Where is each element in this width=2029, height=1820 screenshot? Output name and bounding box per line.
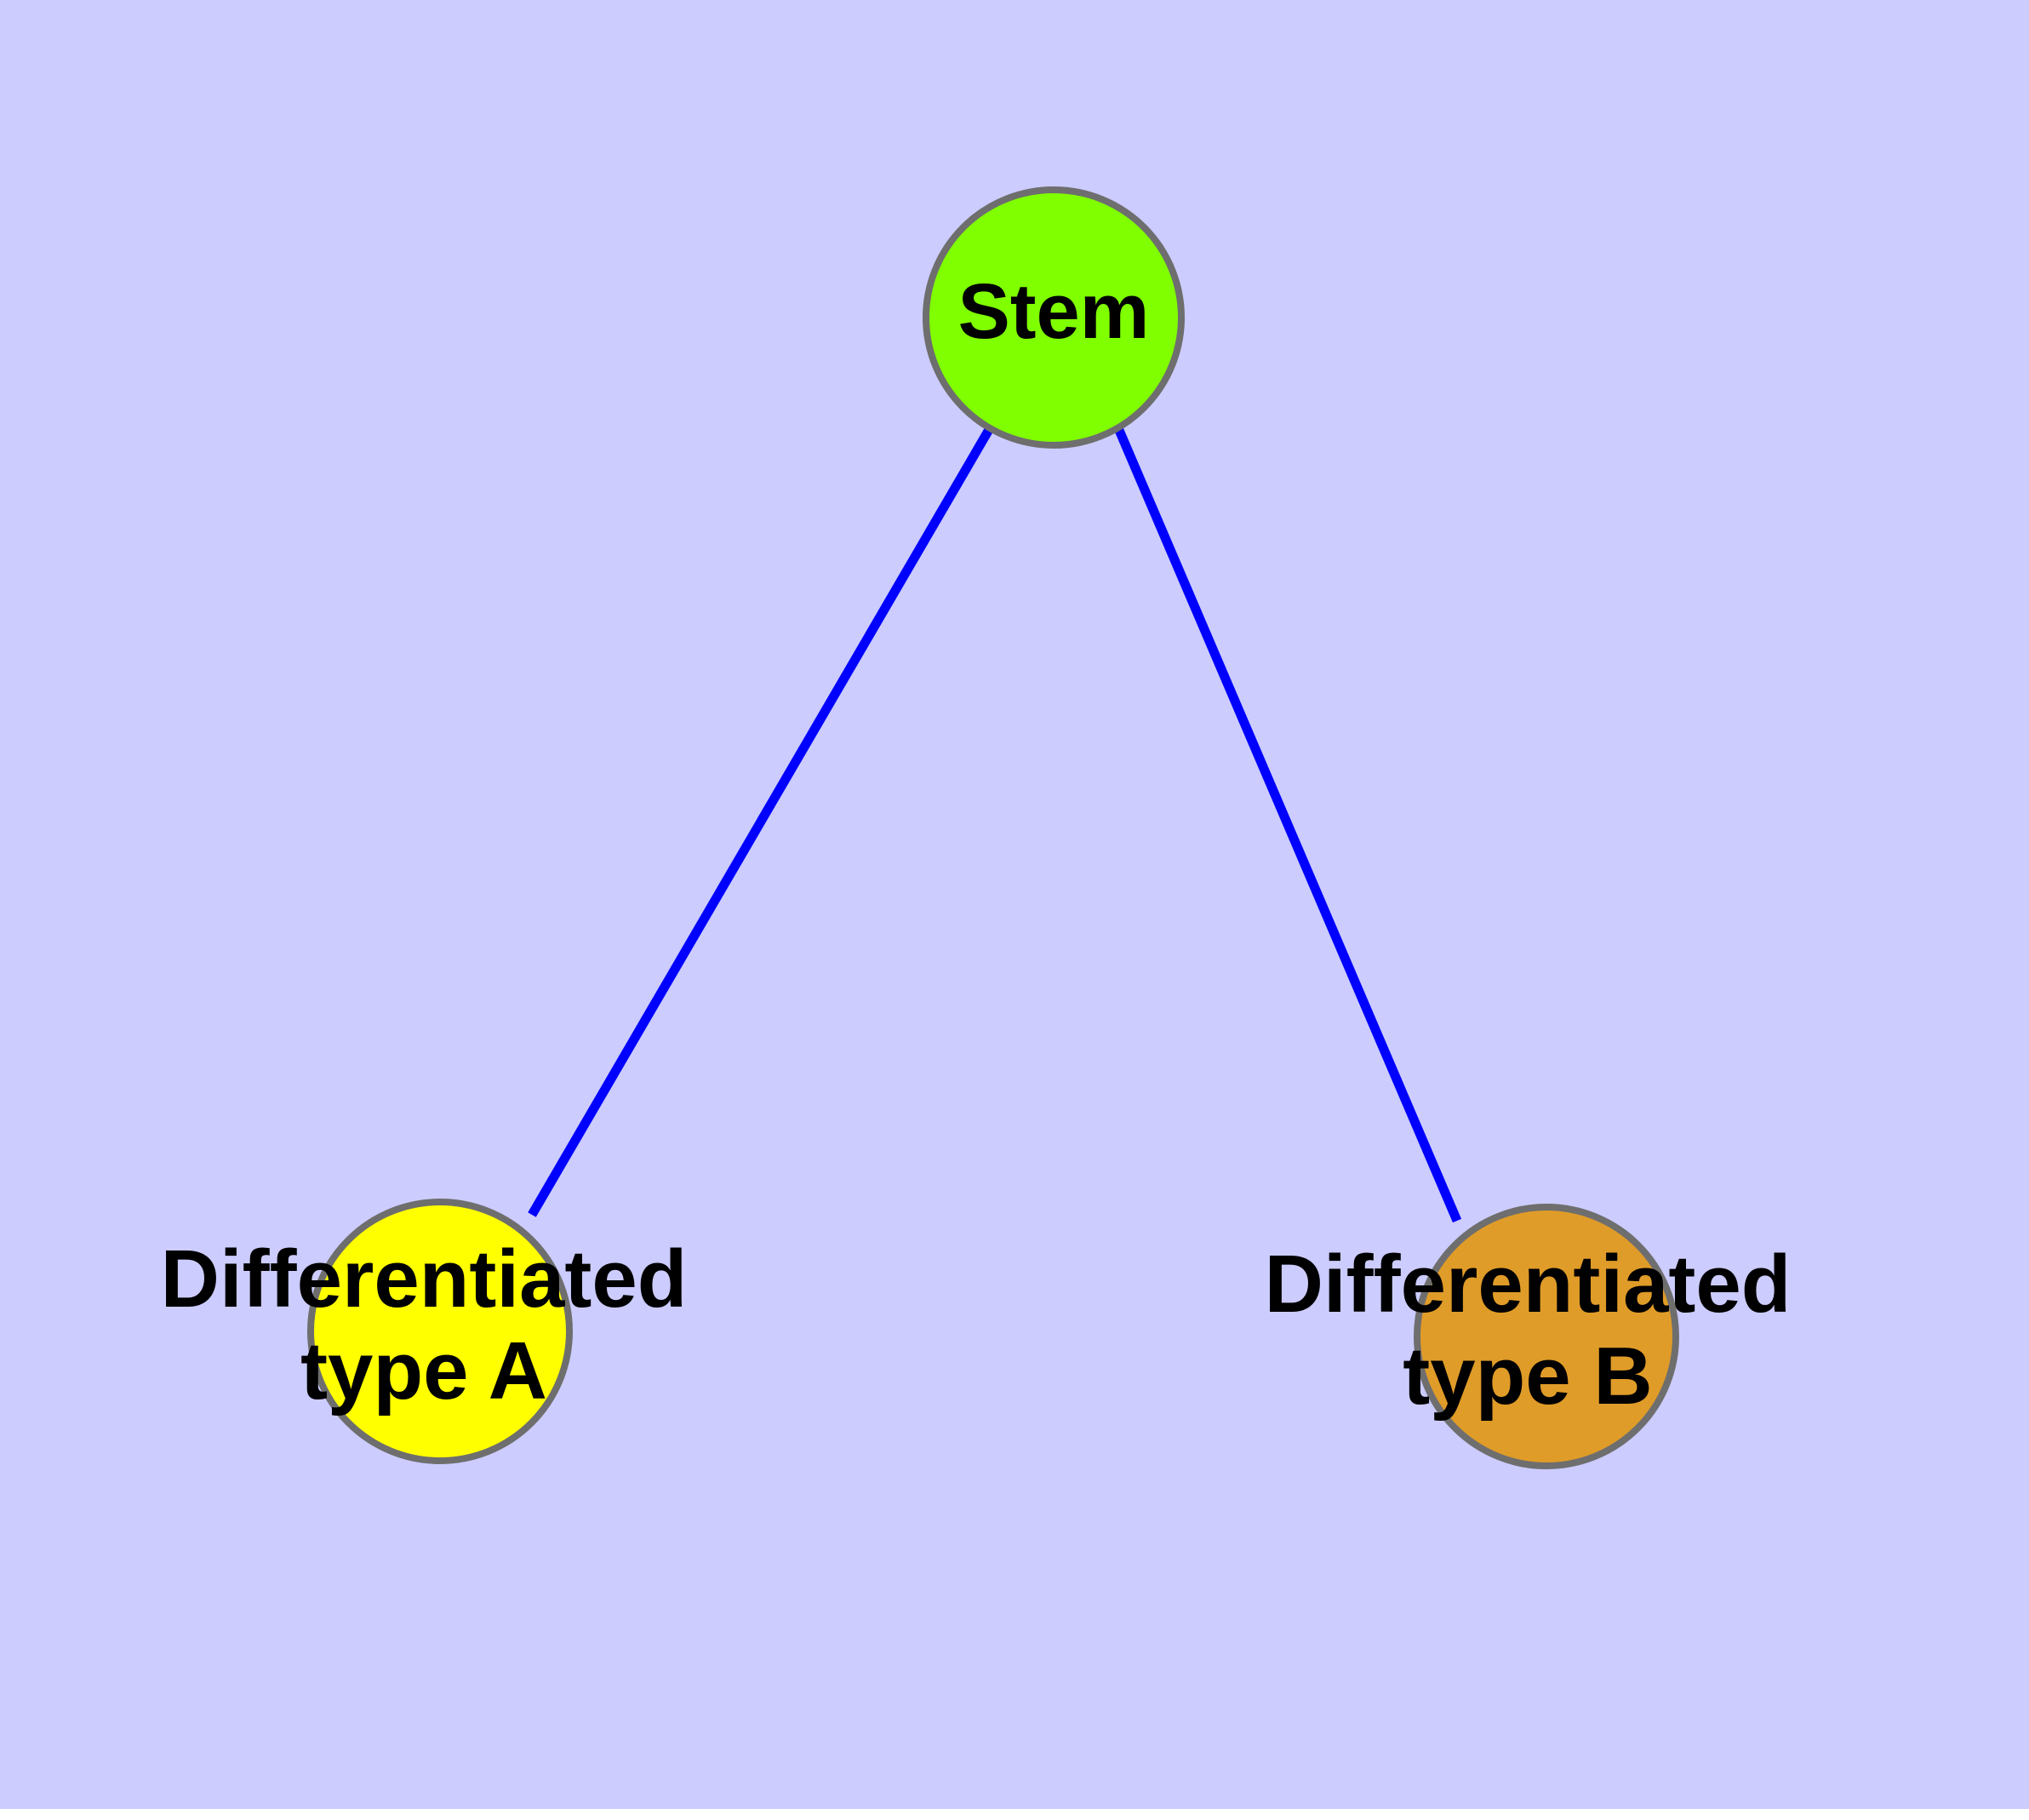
node-differentiated-type-a-circle[interactable] bbox=[307, 1199, 573, 1464]
edges-group bbox=[528, 426, 1462, 1223]
node-stem[interactable]: Stem bbox=[923, 186, 1185, 449]
edge-stem-to-differentiated-type-a[interactable] bbox=[528, 426, 994, 1217]
edge-stem-to-differentiated-type-b[interactable] bbox=[1113, 426, 1462, 1223]
node-stem-circle[interactable] bbox=[923, 186, 1185, 449]
node-differentiated-type-b-circle[interactable] bbox=[1414, 1204, 1679, 1469]
node-stem-label: Stem bbox=[958, 268, 1150, 355]
